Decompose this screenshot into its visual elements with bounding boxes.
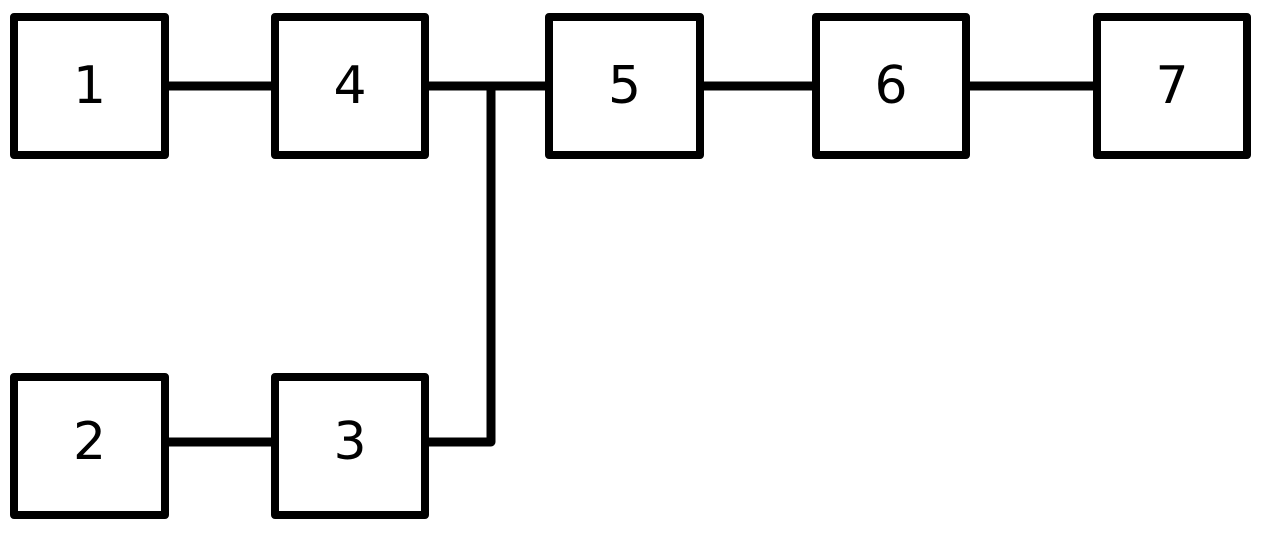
node-5: 5	[545, 13, 704, 159]
node-6-box	[812, 13, 970, 159]
node-3: 3	[271, 373, 429, 519]
node-6-label: 6	[874, 56, 907, 116]
node-1: 1	[10, 13, 169, 159]
node-2-label: 2	[73, 412, 106, 472]
node-6: 6	[812, 13, 970, 159]
node-3-box	[271, 373, 429, 519]
node-5-box	[545, 13, 704, 159]
node-7-label: 7	[1155, 56, 1188, 116]
node-5-label: 5	[608, 56, 641, 116]
node-4: 4	[271, 13, 429, 159]
node-7-box	[1093, 13, 1251, 159]
node-4-label: 4	[333, 56, 366, 116]
node-2-box	[10, 373, 169, 519]
node-2: 2	[10, 373, 169, 519]
connectors	[160, 81, 1102, 447]
node-1-box	[10, 13, 169, 159]
node-1-label: 1	[73, 56, 106, 116]
node-3-label: 3	[333, 412, 366, 472]
node-7: 7	[1093, 13, 1251, 159]
node-4-box	[271, 13, 429, 159]
edge-3-junction	[420, 81, 496, 447]
